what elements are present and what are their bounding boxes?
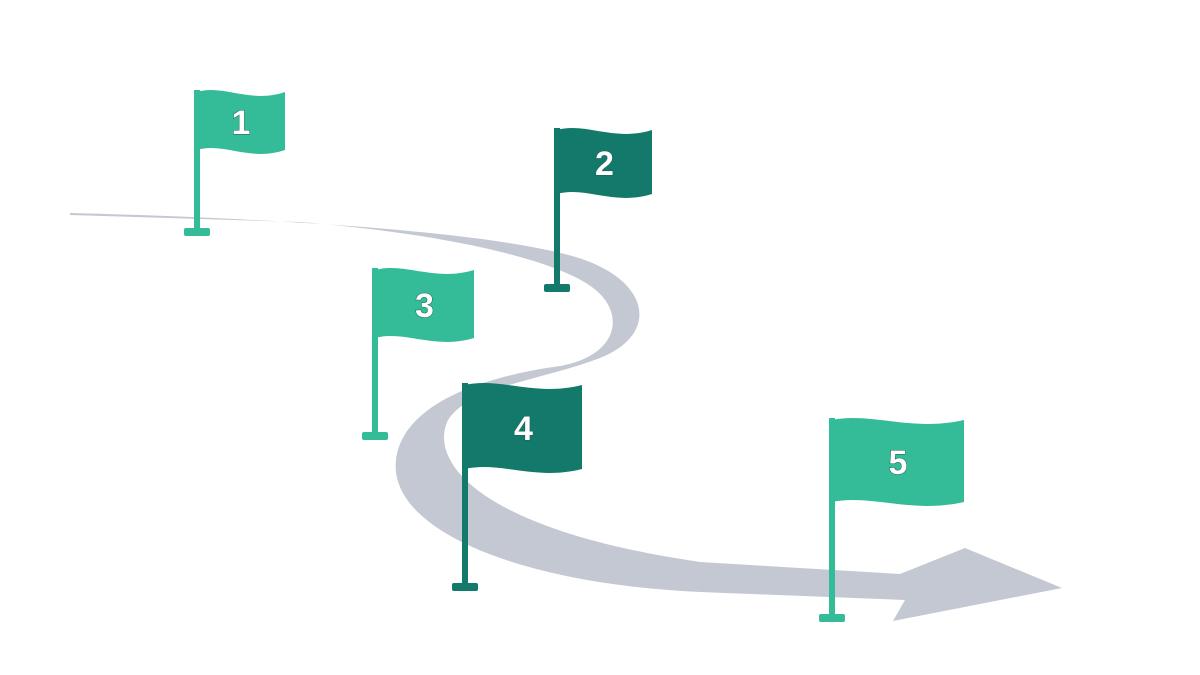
flag-base (362, 432, 388, 440)
flag-3: 3 (362, 268, 474, 440)
flag-banner (557, 128, 652, 198)
flag-banner (197, 90, 285, 154)
flag-base (184, 228, 210, 236)
flag-number: 5 (889, 444, 908, 482)
flag-banner (832, 418, 964, 506)
flag-pole (554, 128, 560, 288)
flag-pole (194, 90, 200, 232)
flag-pole (372, 268, 378, 436)
flag-pole (462, 383, 468, 587)
flag-banner (465, 383, 582, 473)
flag-number: 2 (595, 145, 614, 183)
flag-banner (375, 268, 474, 342)
flag-2: 2 (544, 128, 652, 292)
flag-base (819, 614, 845, 622)
flag-number: 4 (514, 410, 533, 448)
flag-4: 4 (452, 383, 582, 591)
flag-number: 1 (232, 104, 251, 142)
winding-road-arrow (70, 213, 1062, 621)
flag-1: 1 (184, 90, 285, 236)
flag-5: 5 (819, 418, 964, 622)
flag-base (452, 583, 478, 591)
flag-base (544, 284, 570, 292)
flag-number: 3 (415, 287, 434, 325)
flag-pole (829, 418, 835, 618)
